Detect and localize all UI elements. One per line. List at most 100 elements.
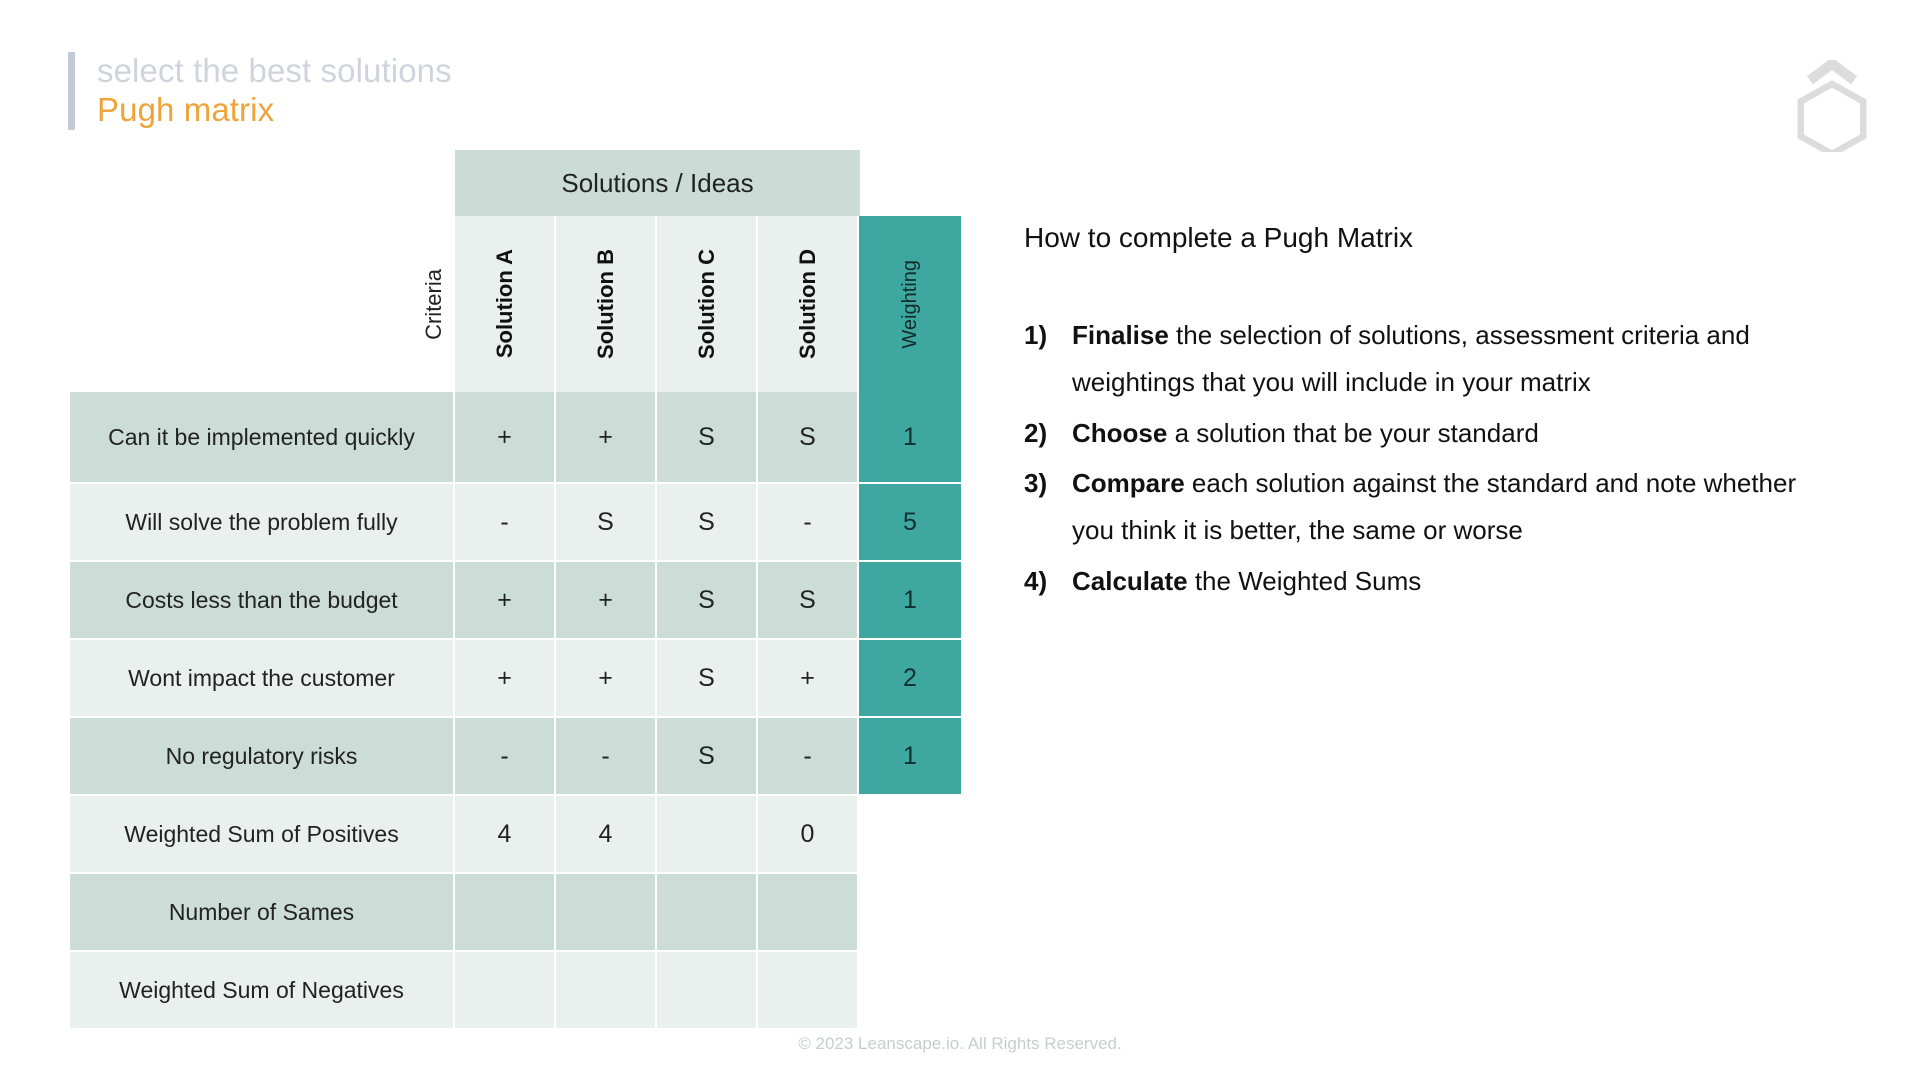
score-cell[interactable]: 0 <box>758 796 859 874</box>
weighting-cell[interactable]: 2 <box>859 640 961 718</box>
criteria-cell: Weighted Sum of Negatives <box>70 952 455 1030</box>
score-cell[interactable]: + <box>455 640 556 718</box>
weighting-cell[interactable]: 1 <box>859 718 961 796</box>
weighting-cell[interactable]: 1 <box>859 562 961 640</box>
criteria-cell: Can it be implemented quickly <box>70 392 455 484</box>
step-keyword: Finalise <box>1072 320 1169 350</box>
matrix-group-header-row: Solutions / Ideas <box>70 150 962 216</box>
score-cell[interactable]: 4 <box>556 796 657 874</box>
weighting-cell-empty <box>859 874 961 952</box>
step-keyword: Compare <box>1072 468 1185 499</box>
step-keyword: Choose <box>1072 417 1168 448</box>
column-header-solution-c[interactable]: Solution C <box>657 216 758 392</box>
step-text: Finalise the selection of solutions, ass… <box>1072 320 1750 397</box>
step-number: 2) <box>1024 417 1048 448</box>
matrix-column-header-row: Criteria Solution A Solution B Solution … <box>70 216 962 392</box>
weighting-cell-empty <box>859 952 961 1030</box>
score-cell[interactable] <box>556 874 657 952</box>
step-number: 4) <box>1024 565 1048 596</box>
score-cell[interactable]: 4 <box>455 796 556 874</box>
criteria-cell: Wont impact the customer <box>70 640 455 718</box>
score-cell[interactable]: S <box>657 392 758 484</box>
solution-b-label: Solution B <box>592 249 618 359</box>
score-cell[interactable] <box>657 874 758 952</box>
criteria-header-label: Criteria <box>421 268 446 340</box>
column-header-solution-b[interactable]: Solution B <box>556 216 657 392</box>
column-header-solution-a[interactable]: Solution A <box>455 216 556 392</box>
score-cell[interactable]: + <box>556 392 657 484</box>
score-cell[interactable]: - <box>758 718 859 796</box>
score-cell[interactable] <box>556 952 657 1030</box>
score-cell[interactable]: + <box>556 640 657 718</box>
step-number: 3) <box>1024 468 1048 499</box>
weighting-cell-empty <box>859 796 961 874</box>
criteria-cell: Costs less than the budget <box>70 562 455 640</box>
instruction-step: 1) Finalise the selection of solutions, a… <box>1024 312 1834 406</box>
step-text: Calculate the Weighted Sums <box>1072 565 1422 596</box>
score-cell[interactable]: - <box>556 718 657 796</box>
score-cell[interactable] <box>455 952 556 1030</box>
score-cell[interactable]: S <box>758 562 859 640</box>
step-text: Choose a solution that be your standard <box>1072 417 1539 448</box>
score-cell[interactable]: - <box>455 718 556 796</box>
matrix-row: Wont impact the customer++S+2 <box>70 640 962 718</box>
score-cell[interactable]: + <box>556 562 657 640</box>
group-header-spacer <box>70 150 455 216</box>
group-header-pad <box>860 150 962 216</box>
page-title: Pugh matrix <box>97 90 275 128</box>
weighting-cell[interactable]: 5 <box>859 484 961 562</box>
matrix-row: No regulatory risks--S-1 <box>70 718 962 796</box>
instruction-step: 3) Compare each solution against the stan… <box>1024 460 1834 554</box>
score-cell[interactable]: - <box>455 484 556 562</box>
score-cell[interactable]: S <box>657 718 758 796</box>
header-accent-bar <box>68 52 75 130</box>
instructions-title: How to complete a Pugh Matrix <box>1024 222 1414 253</box>
score-cell[interactable] <box>455 874 556 952</box>
score-cell[interactable] <box>657 796 758 874</box>
instructions-panel: How to complete a Pugh Matrix 1) Finalise… <box>1024 222 1834 609</box>
instructions-list: 1) Finalise the selection of solutions, a… <box>1024 312 1834 605</box>
column-header-criteria: Criteria <box>70 216 455 392</box>
score-cell[interactable]: + <box>455 392 556 484</box>
solution-a-label: Solution A <box>491 249 517 359</box>
solution-d-label: Solution D <box>794 249 820 359</box>
score-cell[interactable] <box>657 952 758 1030</box>
group-header-solutions: Solutions / Ideas <box>455 150 860 216</box>
criteria-cell: Number of Sames <box>70 874 455 952</box>
criteria-cell: No regulatory risks <box>70 718 455 796</box>
score-cell[interactable]: S <box>657 562 758 640</box>
score-cell[interactable] <box>758 874 859 952</box>
instruction-step: 4) Calculate the Weighted Sums <box>1024 558 1834 605</box>
step-text: Compare each solution against the standa… <box>1072 468 1797 546</box>
criteria-cell: Weighted Sum of Positives <box>70 796 455 874</box>
score-cell[interactable]: S <box>556 484 657 562</box>
column-header-weighting[interactable]: Weighting <box>859 216 961 392</box>
matrix-row: Weighted Sum of Negatives <box>70 952 962 1030</box>
column-header-solution-d[interactable]: Solution D <box>758 216 859 392</box>
slide-header: select the best solutions Pugh matrix <box>68 52 452 130</box>
weighting-cell[interactable]: 1 <box>859 392 961 484</box>
step-number: 1) <box>1024 320 1048 350</box>
instruction-step: 2) Choose a solution that be your standar… <box>1024 410 1834 457</box>
matrix-row: Number of Sames <box>70 874 962 952</box>
score-cell[interactable]: S <box>758 392 859 484</box>
score-cell[interactable] <box>758 952 859 1030</box>
solution-c-label: Solution C <box>693 249 719 359</box>
score-cell[interactable]: - <box>758 484 859 562</box>
weighting-header-label: Weighting <box>899 259 921 349</box>
criteria-cell: Will solve the problem fully <box>70 484 455 562</box>
score-cell[interactable]: S <box>657 640 758 718</box>
header-eyebrow: select the best solutions <box>97 52 452 89</box>
score-cell[interactable]: S <box>657 484 758 562</box>
footer-copyright: © 2023 Leanscape.io. All Rights Reserved… <box>798 1034 1122 1053</box>
leanscape-hexagon-logo <box>1786 57 1878 158</box>
step-keyword: Calculate <box>1072 565 1188 596</box>
score-cell[interactable]: + <box>455 562 556 640</box>
score-cell[interactable]: + <box>758 640 859 718</box>
pugh-matrix-table: Solutions / Ideas Criteria Solution A So… <box>70 150 962 1030</box>
